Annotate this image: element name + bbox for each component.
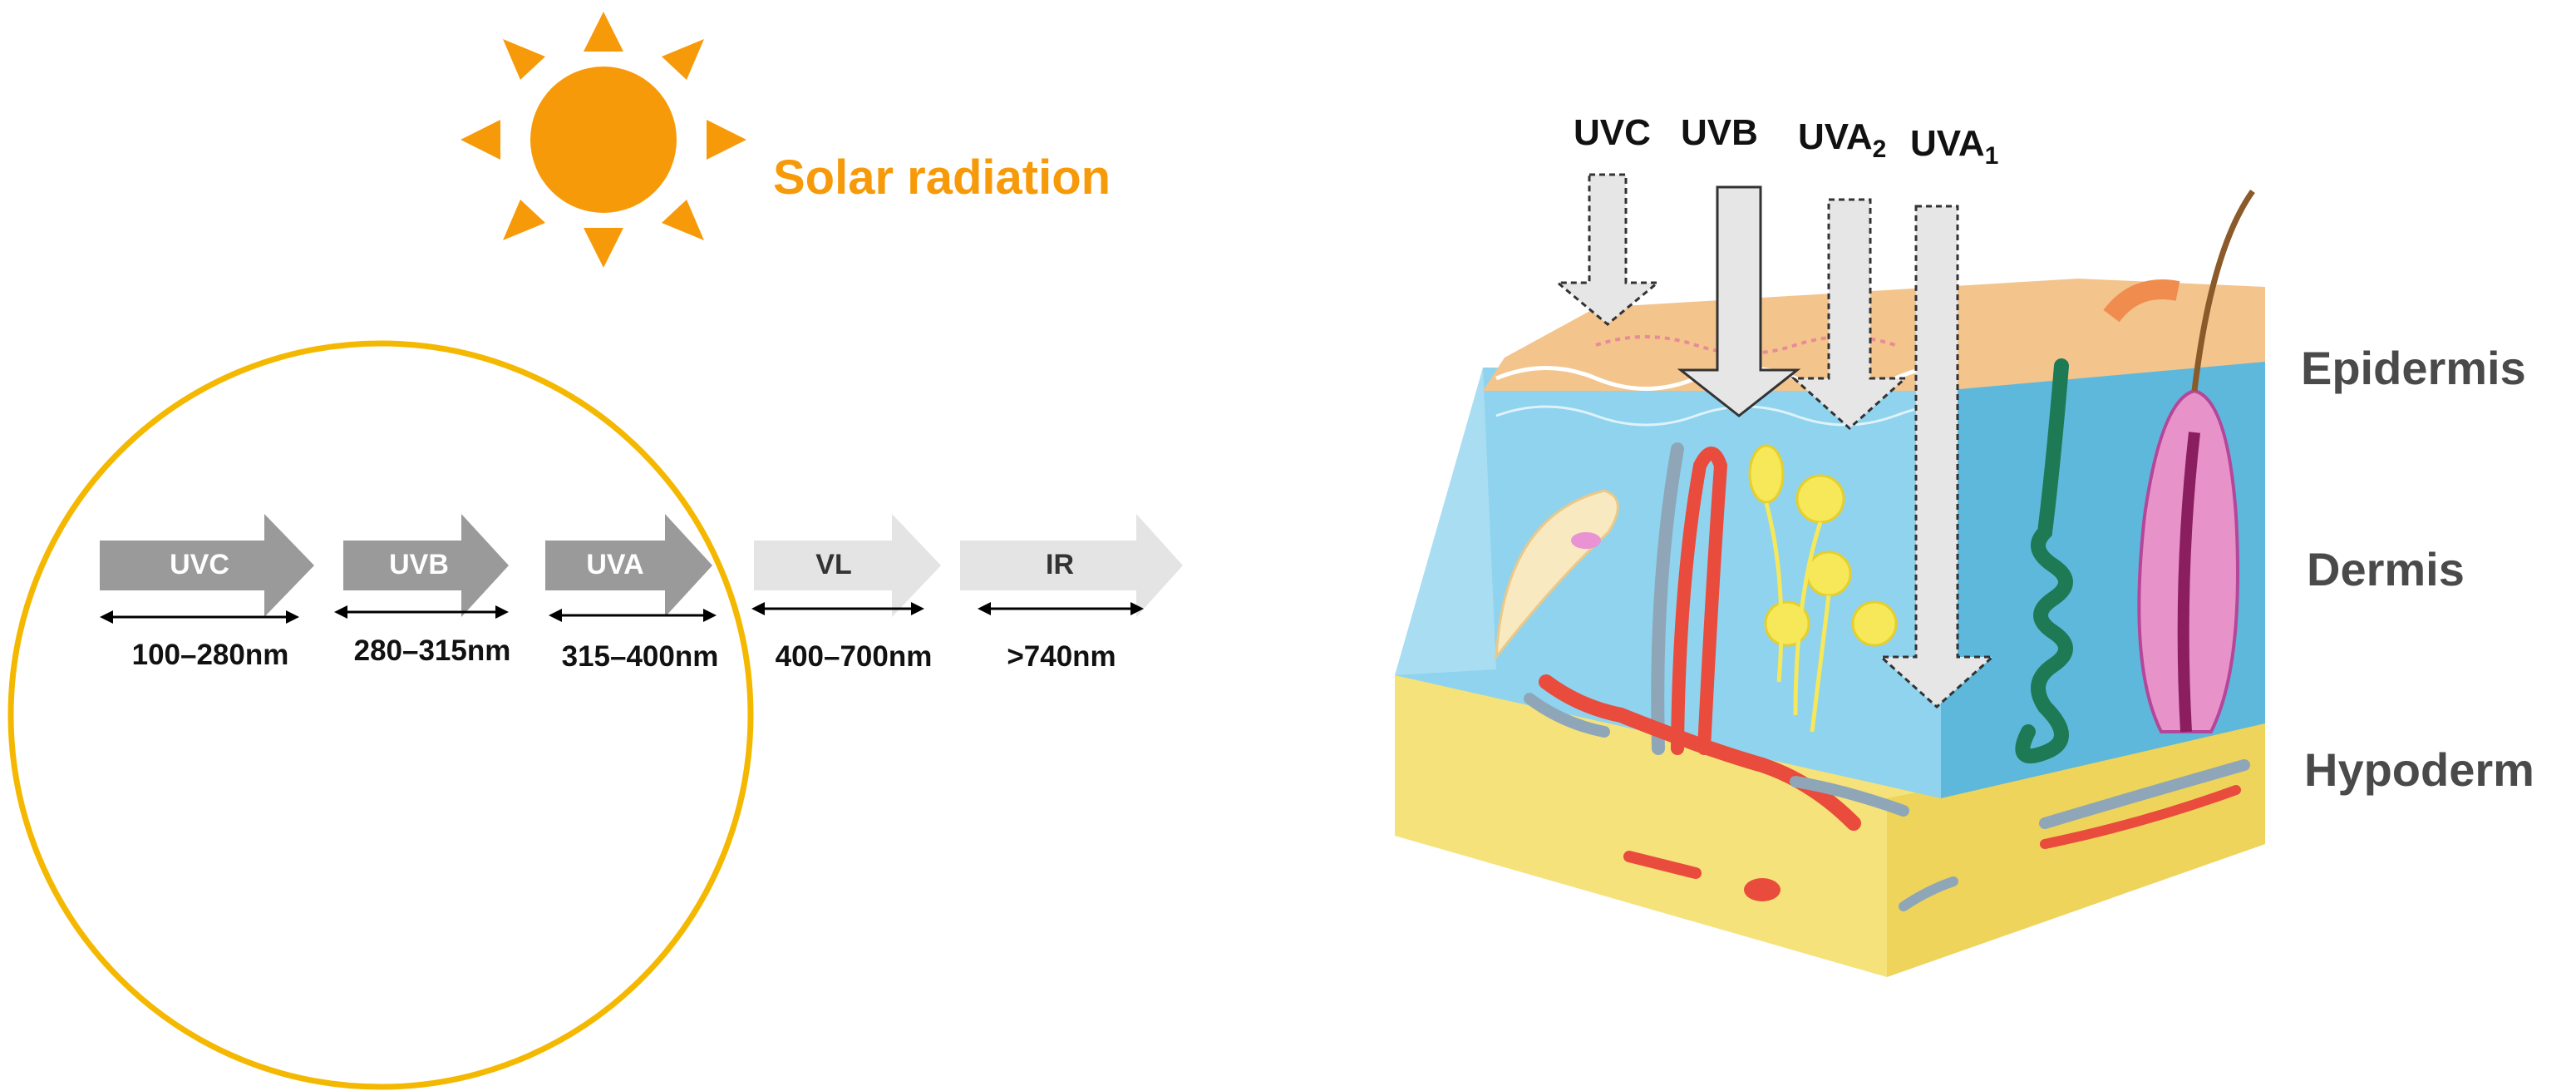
band-label-uvb: UVB bbox=[389, 549, 449, 580]
ir-arrow bbox=[960, 514, 1183, 617]
sun-icon bbox=[461, 12, 746, 268]
spectrum-arrows bbox=[100, 514, 1183, 617]
layer-label-epidermis: Epidermis bbox=[2301, 342, 2526, 394]
range-arrows bbox=[100, 602, 1144, 624]
penetration-label-uva2: UVA2 bbox=[1798, 116, 1887, 163]
band-range-ir: >740nm bbox=[1007, 640, 1116, 673]
band-label-uvc: UVC bbox=[170, 549, 229, 580]
uv-highlight-ring bbox=[7, 340, 754, 1090]
penetration-arrows bbox=[1554, 173, 1996, 709]
uva-arrow bbox=[545, 514, 712, 617]
band-range-uva: 315–400nm bbox=[561, 640, 719, 673]
uvc-penetration-arrow bbox=[1554, 173, 1662, 326]
penetration-label-uvc: UVC bbox=[1574, 112, 1651, 153]
band-range-uvb: 280–315nm bbox=[353, 634, 511, 667]
penetration-label-uvb: UVB bbox=[1681, 112, 1758, 153]
band-label-vl: VL bbox=[815, 549, 852, 580]
band-range-uvc: 100–280nm bbox=[131, 639, 289, 671]
layer-label-hypoderm: Hypoderm bbox=[2304, 743, 2534, 796]
band-label-ir: IR bbox=[1046, 549, 1074, 580]
layer-label-dermis: Dermis bbox=[2307, 543, 2465, 595]
uvb-penetration-arrow bbox=[1677, 185, 1801, 417]
uva2-penetration-arrow bbox=[1790, 198, 1909, 431]
penetration-label-uva1: UVA1 bbox=[1910, 123, 1999, 170]
uvb-arrow bbox=[343, 514, 509, 617]
uvc-arrow bbox=[100, 514, 314, 617]
vl-arrow bbox=[754, 514, 941, 617]
diagram-title: Solar radiation bbox=[773, 151, 1111, 205]
band-label-uva: UVA bbox=[586, 549, 644, 580]
band-range-vl: 400–700nm bbox=[775, 640, 933, 673]
skin-cross-section bbox=[1395, 189, 2265, 977]
uva1-penetration-arrow bbox=[1878, 205, 1996, 709]
